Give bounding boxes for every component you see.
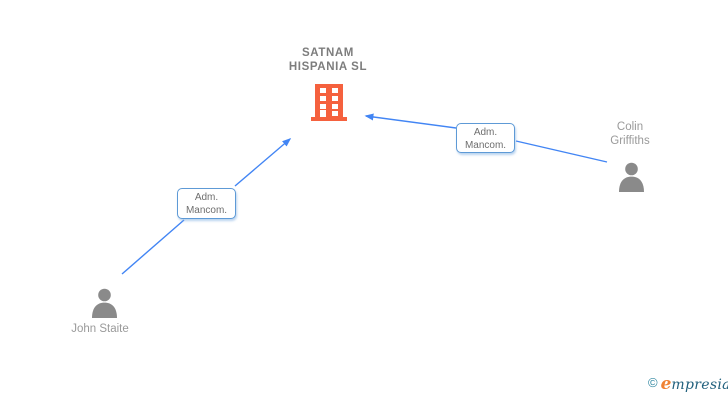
building-icon[interactable] xyxy=(311,84,347,121)
company-name[interactable]: SATNAM HISPANIA SL xyxy=(238,46,418,74)
relation-label-john-adm-mancom[interactable]: Adm. Mancom. xyxy=(177,188,236,219)
person-name-john-staite[interactable]: John Staite xyxy=(50,322,150,336)
person-icon[interactable] xyxy=(617,162,646,192)
company-name-line1: SATNAM xyxy=(302,47,354,59)
relation-line-john-upper-arrow xyxy=(234,138,292,187)
person-name-colin-griffiths[interactable]: Colin Griffiths xyxy=(590,120,670,148)
person-name-line2: Griffiths xyxy=(610,135,650,147)
relation-label-line2: Mancom. xyxy=(185,205,228,216)
person-icon[interactable] xyxy=(90,288,119,318)
company-name-line2: HISPANIA SL xyxy=(288,61,368,73)
relation-label-line1: Adm. xyxy=(194,192,219,203)
person-name-line1: Colin xyxy=(616,121,644,133)
relation-line-john-lower xyxy=(121,219,185,275)
logo-brand-text: mpresia xyxy=(671,377,728,393)
copyright-icon: © xyxy=(648,375,658,390)
relation-line-colin-arrow xyxy=(364,113,457,129)
relation-label-line1: Adm. xyxy=(473,127,498,138)
logo-brand-initial: e xyxy=(660,374,672,394)
relation-label-line2: Mancom. xyxy=(464,140,507,151)
person-name-line1: John Staite xyxy=(71,323,129,335)
relation-label-colin-adm-mancom[interactable]: Adm. Mancom. xyxy=(456,123,515,153)
empresia-logo[interactable]: ©empresia xyxy=(648,374,728,396)
